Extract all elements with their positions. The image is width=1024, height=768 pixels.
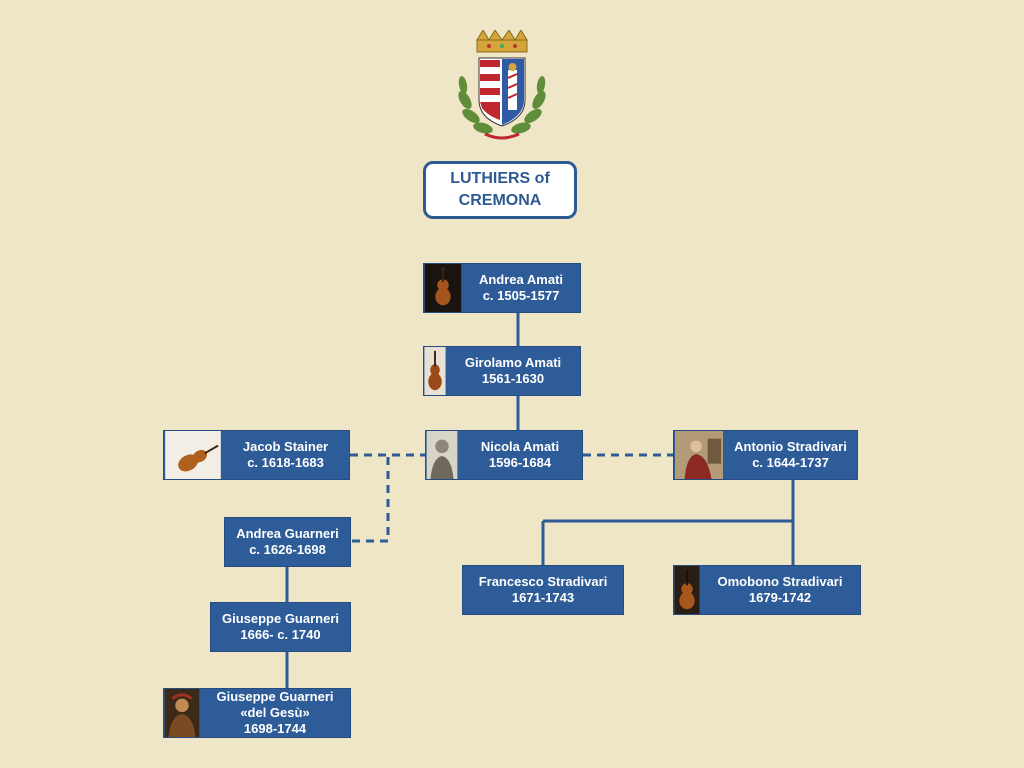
node-nickname: «del Gesù» bbox=[240, 705, 310, 720]
node-dates: 1698-1744 bbox=[243, 721, 307, 736]
cremona-coat-of-arms-icon bbox=[458, 30, 546, 140]
node-name: Jacob Stainer bbox=[242, 439, 329, 454]
node-francesco-stradivari: Francesco Stradivari 1671-1743 bbox=[462, 565, 624, 615]
node-name: Francesco Stradivari bbox=[478, 574, 608, 589]
node-name: Giuseppe Guarneri bbox=[221, 611, 340, 626]
node-giuseppe-guarneri: Giuseppe Guarneri 1666- c. 1740 bbox=[210, 602, 351, 652]
violin-icon bbox=[424, 264, 462, 312]
node-dates: c. 1505-1577 bbox=[482, 288, 560, 303]
violin-icon bbox=[424, 347, 446, 395]
node-dates: c. 1626-1698 bbox=[249, 542, 326, 557]
node-name: Antonio Stradivari bbox=[734, 439, 847, 454]
portrait-icon bbox=[426, 431, 458, 479]
node-jacob-stainer: Jacob Stainer c. 1618-1683 bbox=[163, 430, 350, 480]
dashed-guarneri-link bbox=[352, 455, 390, 543]
portrait-icon bbox=[164, 689, 200, 737]
node-name: Nicola Amati bbox=[480, 439, 560, 454]
node-name: Omobono Stradivari bbox=[717, 574, 843, 589]
node-dates: 1561-1630 bbox=[481, 371, 545, 386]
node-name: Girolamo Amati bbox=[464, 355, 562, 370]
node-name: Andrea Guarneri bbox=[236, 526, 339, 541]
node-dates: 1596-1684 bbox=[488, 455, 552, 470]
portrait-icon bbox=[675, 431, 723, 479]
node-andrea-guarneri: Andrea Guarneri c. 1626-1698 bbox=[224, 517, 351, 567]
node-name: Giuseppe Guarneri bbox=[216, 689, 334, 704]
node-girolamo-amati: Girolamo Amati 1561-1630 bbox=[423, 346, 581, 396]
node-antonio-stradivari: Antonio Stradivari c. 1644-1737 bbox=[673, 430, 858, 480]
violin-icon bbox=[165, 431, 221, 479]
node-nicola-amati: Nicola Amati 1596-1684 bbox=[425, 430, 583, 480]
node-dates: 1666- c. 1740 bbox=[240, 627, 321, 642]
node-dates: 1671-1743 bbox=[511, 590, 575, 605]
node-dates: 1679-1742 bbox=[748, 590, 812, 605]
node-andrea-amati: Andrea Amati c. 1505-1577 bbox=[423, 263, 581, 313]
node-omobono-stradivari: Omobono Stradivari 1679-1742 bbox=[673, 565, 861, 615]
title-line-2: CREMONA bbox=[458, 192, 542, 209]
title-line-1: LUTHIERS of bbox=[450, 170, 550, 187]
violin-icon bbox=[674, 566, 700, 614]
node-dates: c. 1618-1683 bbox=[247, 455, 324, 470]
diagram-title: LUTHIERS of CREMONA bbox=[423, 161, 577, 219]
node-name: Andrea Amati bbox=[478, 272, 564, 287]
node-giuseppe-guarneri-del-gesu: Giuseppe Guarneri «del Gesù» 1698-1744 bbox=[163, 688, 351, 738]
node-dates: c. 1644-1737 bbox=[752, 455, 829, 470]
